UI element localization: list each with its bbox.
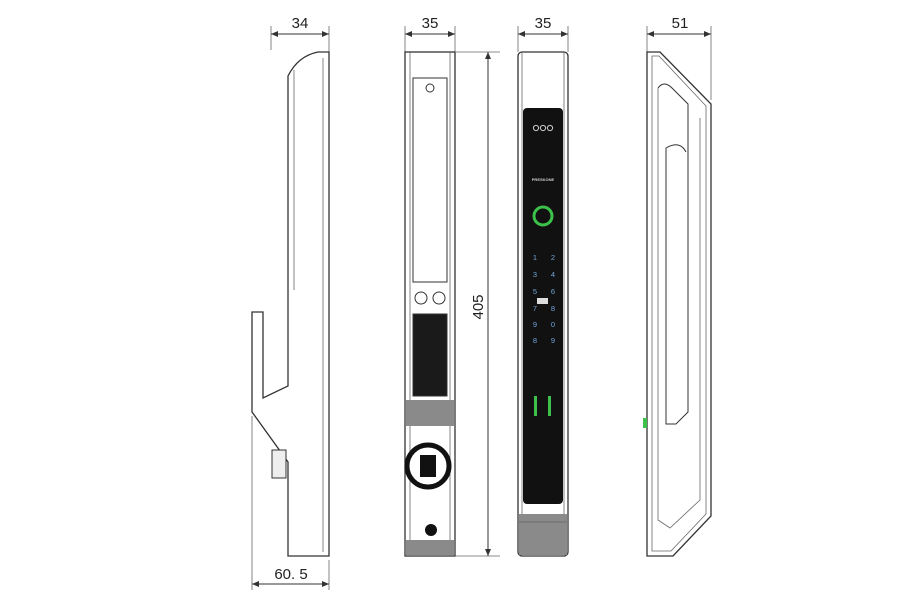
brand-label: PRESKONE: [532, 177, 555, 182]
dim-label-51: 51: [672, 15, 689, 32]
key-6: 6: [551, 287, 555, 296]
key-hash: 9: [551, 336, 555, 345]
sensor-icon: [532, 124, 540, 132]
height-dimension: 405: [455, 51, 500, 557]
key-5: 5: [533, 287, 537, 296]
fingerprint-slot: [537, 298, 548, 304]
dim-label-34: 34: [292, 15, 309, 32]
back-button-right: [432, 291, 446, 305]
battery-cover: [412, 77, 448, 283]
sensor-icon: [546, 124, 554, 132]
key-0: 0: [551, 320, 555, 329]
handle-side-profile: [657, 88, 701, 529]
status-led-left: [534, 396, 537, 416]
key-7: 7: [533, 304, 537, 313]
back-button-left: [414, 291, 428, 305]
key-2: 2: [551, 253, 555, 262]
front-metal-band: [519, 514, 567, 555]
keyhole-icon: [425, 524, 437, 536]
key-star: 8: [533, 336, 537, 345]
back-metal-band: [406, 400, 454, 426]
key-1: 1: [533, 253, 537, 262]
key-3: 3: [533, 270, 537, 279]
dim-label-60-5: 60. 5: [274, 566, 307, 583]
key-9: 9: [533, 320, 537, 329]
back-bottom-band: [406, 540, 454, 555]
thumb-turn-grip: [420, 455, 436, 477]
handle-view: 51: [643, 15, 712, 557]
back-window: [412, 313, 448, 397]
handle-grip-recess: [657, 83, 689, 425]
back-view: 35: [404, 15, 456, 557]
key-4: 4: [551, 270, 555, 279]
latch-block: [271, 449, 287, 479]
front-touch-panel: [523, 108, 563, 504]
cover-screw: [425, 83, 435, 93]
dim-label-405: 405: [470, 294, 487, 319]
sensor-icon: [539, 124, 547, 132]
dim-label-35-back: 35: [422, 15, 439, 32]
handle-indicator: [643, 418, 647, 428]
handle-outline: [646, 51, 712, 557]
key-8: 8: [551, 304, 555, 313]
fingerprint-icon: [532, 205, 554, 227]
dim-label-35-front: 35: [535, 15, 552, 32]
keypad: 1 2 3 4 5 6 7 8 9 0 8 9: [533, 253, 555, 345]
front-view: 35 PRESKONE 1 2 3 4 5 6 7 8 9 0 8 9: [517, 15, 569, 557]
side-view: 34 60. 5: [251, 15, 330, 590]
handle-inner-outline: [651, 55, 707, 552]
status-led-right: [548, 396, 551, 416]
side-body-outline: [251, 51, 330, 557]
